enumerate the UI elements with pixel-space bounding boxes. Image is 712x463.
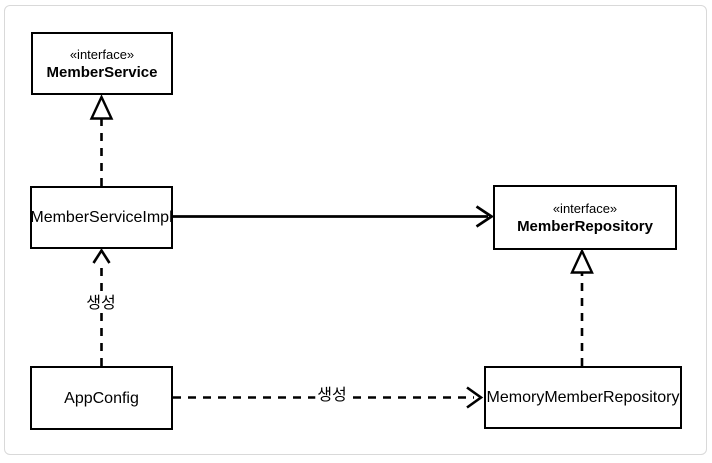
open-arrowhead-icon	[466, 386, 484, 409]
class-box-member-service-impl: MemberServiceImpl	[30, 186, 173, 249]
class-box-member-repository: «interface» MemberRepository	[493, 185, 677, 250]
open-arrowhead-icon	[475, 205, 495, 228]
class-name: MemoryMemberRepository	[486, 389, 680, 406]
class-box-member-service: «interface» MemberService	[31, 32, 173, 95]
class-box-memory-member-repository: MemoryMemberRepository	[484, 366, 682, 429]
create-edge-label-horizontal: 생성	[315, 387, 349, 405]
class-name: MemberRepository	[517, 217, 653, 235]
class-name: MemberServiceImpl	[30, 209, 173, 226]
stereotype-label: «interface»	[552, 200, 618, 216]
class-name: MemberService	[46, 63, 158, 81]
stereotype-label: «interface»	[69, 46, 135, 62]
hollow-triangle-arrowhead-icon	[89, 94, 114, 120]
class-box-app-config: AppConfig	[30, 366, 173, 430]
hollow-triangle-arrowhead-icon	[570, 248, 594, 274]
class-name: AppConfig	[64, 389, 139, 407]
open-arrowhead-icon	[92, 248, 111, 264]
create-edge-label-vertical: 생성	[84, 295, 118, 313]
